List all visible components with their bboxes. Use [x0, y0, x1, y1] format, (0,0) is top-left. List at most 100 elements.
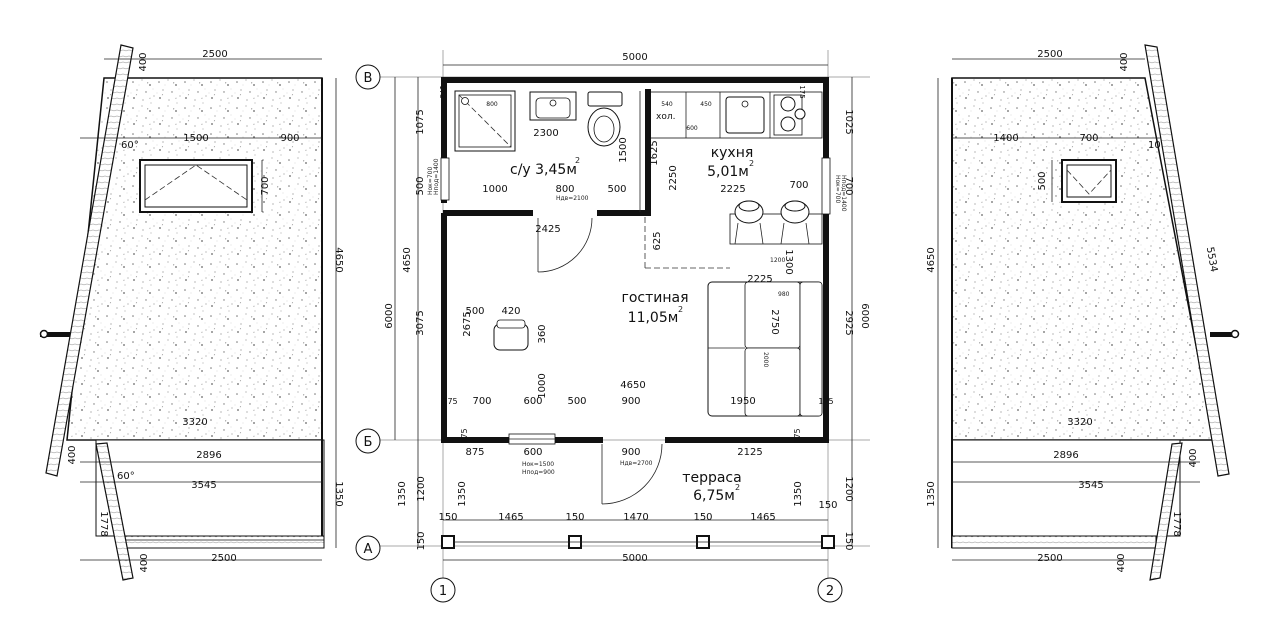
rt-dim-3320: 3320 [1067, 417, 1092, 428]
dim-175a: 175 [438, 85, 446, 98]
floor-plan: В Б А 1 2 5000 5000 1075 500 4650 3075 6… [355, 50, 870, 603]
lt-dim-60b: 60° [117, 471, 135, 482]
dim-kitchen-450: 450 [700, 101, 712, 108]
axis-bubble-b [355, 428, 381, 454]
dim-left-6000: 6000 [384, 303, 395, 328]
dim-living-2225: 2225 [747, 274, 772, 285]
room-living-sup: 2 [678, 305, 683, 314]
dim-bottom-5000: 5000 [622, 553, 647, 564]
axis-bubble-a [355, 535, 381, 561]
dim-kitchen-625: 625 [652, 231, 663, 250]
rt-dim-1778: 1778 [1171, 511, 1182, 536]
dim-wall-500: 500 [567, 396, 586, 407]
dim-living-500: 500 [465, 306, 484, 317]
room-terrace-name: терраса [682, 470, 741, 486]
lt-dim-700: 700 [260, 176, 271, 195]
note-win1a: Hок=1500 [522, 461, 554, 468]
lt-dim-400b: 400 [67, 445, 78, 464]
axis-label-1: 1 [439, 584, 447, 599]
dim-right-700: 700 [843, 176, 854, 195]
note-win1b: Hпод=900 [522, 469, 555, 476]
room-kitchen-area: 5,01м [707, 164, 749, 180]
dim-left-1200: 1200 [416, 476, 427, 501]
dim-175c: 175 [442, 397, 457, 406]
axis-label-b: Б [364, 435, 373, 450]
rt-dim-1350: 1350 [926, 481, 937, 506]
dim-kitchen-2250: 2250 [668, 165, 679, 190]
dim-left-4650: 4650 [402, 247, 413, 272]
dim-right-150: 150 [843, 531, 854, 550]
dim-terrace-1465a: 1465 [498, 512, 523, 523]
dim-left-150: 150 [416, 531, 427, 550]
dim-right-2925: 2925 [843, 310, 854, 335]
note-win2b: Hпод=1400 [433, 158, 440, 195]
dim-terrace-150a: 150 [438, 512, 457, 523]
note-door1: Hдв=2100 [556, 195, 589, 202]
dim-living-360: 360 [537, 324, 548, 343]
rt-dim-10: 10 [1148, 140, 1161, 151]
lt-dim-1350: 1350 [333, 481, 344, 506]
lt-dim-1500: 1500 [183, 133, 208, 144]
dim-left-1350: 1350 [397, 481, 408, 506]
dim-left-500: 500 [415, 176, 426, 195]
rt-dim-400: 400 [1119, 52, 1130, 71]
dim-terrace-1350: 1350 [457, 481, 468, 506]
note-bar2: 1300 [783, 249, 794, 274]
rt-dim-2500b: 2500 [1037, 553, 1062, 564]
room-kitchen-name: кухня [711, 145, 754, 161]
room-living-name: гостиная [621, 290, 688, 306]
lt-dim-400: 400 [138, 52, 149, 71]
dim-corridor-2425: 2425 [535, 224, 560, 235]
dim-terrace-150b: 150 [565, 512, 584, 523]
dim-right-6000: 6000 [859, 303, 870, 328]
lt-dim-4650: 4650 [333, 247, 344, 272]
rt-dim-5534: 5534 [1204, 246, 1219, 273]
room-terrace-sup: 2 [735, 483, 740, 492]
dim-south-600: 600 [523, 447, 542, 458]
lt-dim-3545: 3545 [191, 480, 216, 491]
dim-bath-1000: 1000 [482, 184, 507, 195]
note-door2: Hдв=2700 [620, 460, 653, 467]
dim-south-2125: 2125 [737, 447, 762, 458]
lt-dim-1778: 1778 [98, 511, 109, 536]
dim-terrace-1465b: 1465 [750, 512, 775, 523]
note-bar1: 1200 [770, 257, 785, 264]
rt-dim-400b: 400 [1188, 448, 1199, 467]
dim-right-1350: 1350 [793, 481, 804, 506]
axis-label-a: А [364, 542, 373, 557]
dim-kitchen-1625: 1625 [649, 140, 660, 165]
dim-left-3075: 3075 [415, 310, 426, 335]
rt-dim-700: 700 [1079, 133, 1098, 144]
dim-terrace-150c: 150 [693, 512, 712, 523]
rt-dim-500: 500 [1037, 171, 1048, 190]
dim-right-1200: 1200 [843, 476, 854, 501]
note-win2a: Hок=700 [427, 167, 434, 195]
dim-kitchen-2225: 2225 [720, 184, 745, 195]
room-bath-name: с/у 3,45м [510, 162, 577, 178]
dim-south-875: 875 [465, 447, 484, 458]
dim-175d: 175 [818, 397, 833, 406]
dim-175b: 175 [798, 85, 806, 98]
dim-right-1025: 1025 [843, 109, 854, 134]
rt-dim-400c: 400 [1116, 553, 1127, 572]
lt-dim-400c: 400 [139, 553, 150, 572]
dim-kitchen-700: 700 [789, 180, 808, 191]
note-win3b: Hпод=1400 [840, 175, 847, 212]
lt-dim-2896: 2896 [196, 450, 221, 461]
dim-living-2750: 2750 [769, 309, 780, 334]
dim-terrace-1470: 1470 [623, 512, 648, 523]
dim-bath-800: 800 [486, 101, 498, 108]
room-living-area: 11,05м [628, 310, 679, 326]
dim-south-900: 900 [621, 447, 640, 458]
rt-dim-2500: 2500 [1037, 49, 1062, 60]
lt-dim-3320: 3320 [182, 417, 207, 428]
dim-bath-1500: 1500 [618, 137, 629, 162]
fridge-label: хол. [656, 112, 675, 122]
rt-dim-4650: 4650 [926, 247, 937, 272]
note-sofa1: 980 [778, 291, 790, 298]
dim-wall-900: 900 [621, 396, 640, 407]
dim-bath-2300: 2300 [533, 128, 558, 139]
lt-dim-2500: 2500 [202, 49, 227, 60]
dim-living-4650: 4650 [620, 380, 645, 391]
room-terrace-area: 6,75м [693, 488, 735, 504]
